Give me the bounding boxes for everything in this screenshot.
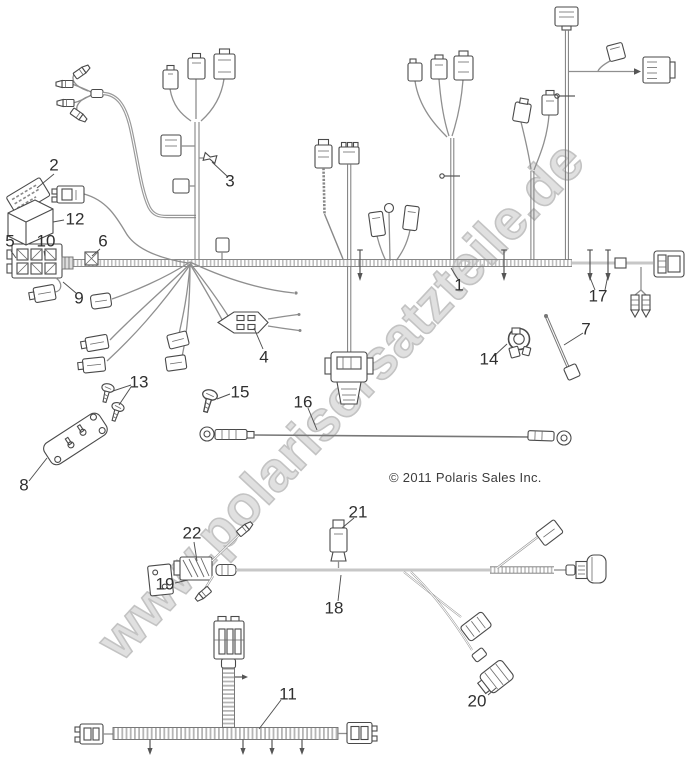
- fuse-holder-4: [216, 311, 302, 334]
- callout-3: 3: [225, 171, 235, 191]
- harness-11-top-connector: [213, 615, 245, 660]
- cable-tie-7: [544, 314, 581, 381]
- bracket-8: [43, 412, 108, 466]
- screw-15: [197, 387, 220, 415]
- callout-22: 22: [182, 523, 202, 543]
- pigtail-harness-top-left: [55, 63, 196, 219]
- callout-11: 11: [279, 684, 297, 704]
- feeder-branch-mid-pair: [314, 138, 360, 352]
- ground-strap-16: [199, 426, 572, 446]
- screw-13a: [97, 381, 116, 405]
- harness-11-clips: [147, 739, 305, 755]
- callout-leader-lines: [10, 161, 609, 730]
- round-connector-right: [575, 554, 607, 584]
- box-12: [7, 199, 54, 246]
- connector-20: [476, 659, 514, 695]
- main-harness-trunk: [73, 249, 685, 319]
- feeder-branch-center: [407, 50, 474, 260]
- decal-2: [6, 177, 51, 216]
- callout-8: 8: [19, 475, 29, 495]
- branch-connector-e: [164, 354, 188, 372]
- feeder-branch-trio: [368, 202, 420, 262]
- branch-connector-c: [77, 356, 107, 374]
- callout-15: 15: [230, 382, 250, 402]
- branch-connector-d: [166, 330, 190, 350]
- connector-9: [28, 277, 62, 304]
- callout-9: 9: [74, 288, 84, 308]
- feeder-branch-right-pair: [512, 89, 559, 260]
- harness-clip-6: [84, 251, 99, 266]
- callout-1: 1: [454, 275, 464, 295]
- connector-upper-left: [51, 185, 189, 264]
- screw-13b: [107, 400, 126, 424]
- bullet-terminals-right: [630, 294, 651, 319]
- callout-21: 21: [348, 502, 368, 522]
- branch-connector-b: [79, 333, 110, 353]
- harness-18: [147, 519, 607, 695]
- callout-6: 6: [98, 231, 108, 251]
- connector-19: [173, 556, 213, 581]
- relay-21: [329, 519, 348, 568]
- callout-5: 5: [5, 231, 15, 251]
- callout-13: 13: [129, 372, 149, 392]
- feeder-branch-center-left: [160, 48, 236, 260]
- callout-19: 19: [155, 574, 175, 594]
- large-connector-below-trunk: [324, 351, 374, 405]
- callout-4: 4: [259, 347, 269, 367]
- harness-11: [74, 615, 378, 755]
- callout-10: 10: [36, 231, 56, 251]
- callout-16: 16: [293, 392, 313, 412]
- branch-connector-a: [89, 292, 113, 310]
- feeder-branch-top-right: [554, 6, 676, 260]
- branch-connector-upper: [535, 519, 564, 546]
- callout-20: 20: [467, 691, 487, 711]
- copyright-text: © 2011 Polaris Sales Inc.: [389, 470, 542, 485]
- branch-connector-lower: [460, 611, 492, 642]
- callout-7: 7: [581, 319, 591, 339]
- clamp-14: [507, 327, 532, 359]
- callout-14: 14: [479, 349, 499, 369]
- callout-2: 2: [49, 155, 59, 175]
- harness-clip-3: [202, 151, 218, 165]
- junction-branch-wires: [77, 261, 298, 374]
- fuse-box: [6, 243, 74, 279]
- callout-17: 17: [588, 286, 608, 306]
- bracket-19: [147, 563, 174, 597]
- callout-18: 18: [324, 598, 344, 618]
- trunk-clips: [357, 249, 611, 281]
- callout-12: 12: [65, 209, 85, 229]
